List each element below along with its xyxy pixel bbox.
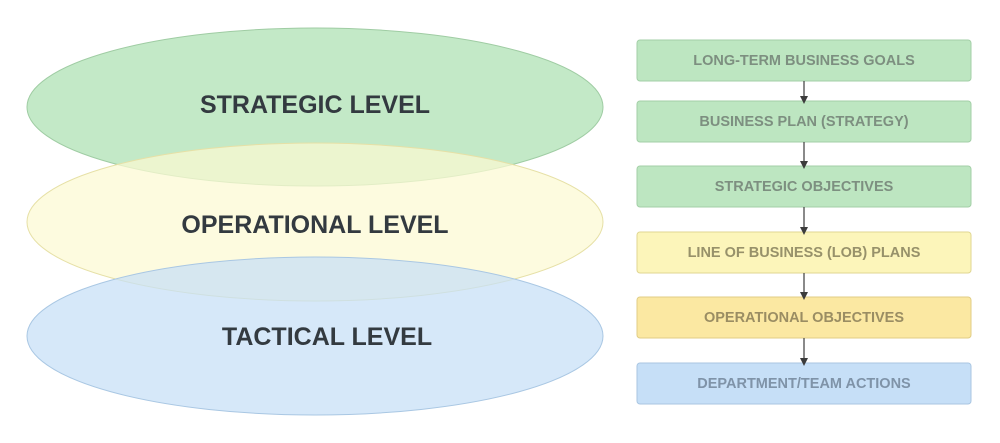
operational-level-label: OPERATIONAL LEVEL	[181, 211, 448, 239]
flow-step-business-plan: BUSINESS PLAN (STRATEGY)	[636, 100, 972, 143]
flow-step-long-term-business-goals: LONG-TERM BUSINESS GOALS	[636, 39, 972, 82]
flow-step-operational-objectives: OPERATIONAL OBJECTIVES	[636, 296, 972, 339]
flow-step-strategic-objectives: STRATEGIC OBJECTIVES	[636, 165, 972, 208]
flow-step-lob-plans: LINE OF BUSINESS (LOB) PLANS	[636, 231, 972, 274]
strategic-level-label: STRATEGIC LEVEL	[200, 91, 430, 119]
level-ellipses: STRATEGIC LEVEL OPERATIONAL LEVEL TACTIC…	[26, 27, 604, 416]
planning-flow: LONG-TERM BUSINESS GOALS BUSINESS PLAN (…	[636, 39, 972, 405]
flow-step-label: BUSINESS PLAN (STRATEGY)	[699, 114, 908, 130]
flow-step-department-team-actions: DEPARTMENT/TEAM ACTIONS	[636, 362, 972, 405]
flow-step-label: DEPARTMENT/TEAM ACTIONS	[697, 376, 911, 392]
flow-step-label: OPERATIONAL OBJECTIVES	[704, 310, 904, 326]
tactical-level-label: TACTICAL LEVEL	[222, 323, 432, 351]
flow-step-label: LONG-TERM BUSINESS GOALS	[693, 53, 915, 69]
flow-step-label: LINE OF BUSINESS (LOB) PLANS	[688, 245, 921, 261]
flow-step-label: STRATEGIC OBJECTIVES	[715, 179, 894, 195]
tactical-level-ellipse	[26, 256, 604, 416]
